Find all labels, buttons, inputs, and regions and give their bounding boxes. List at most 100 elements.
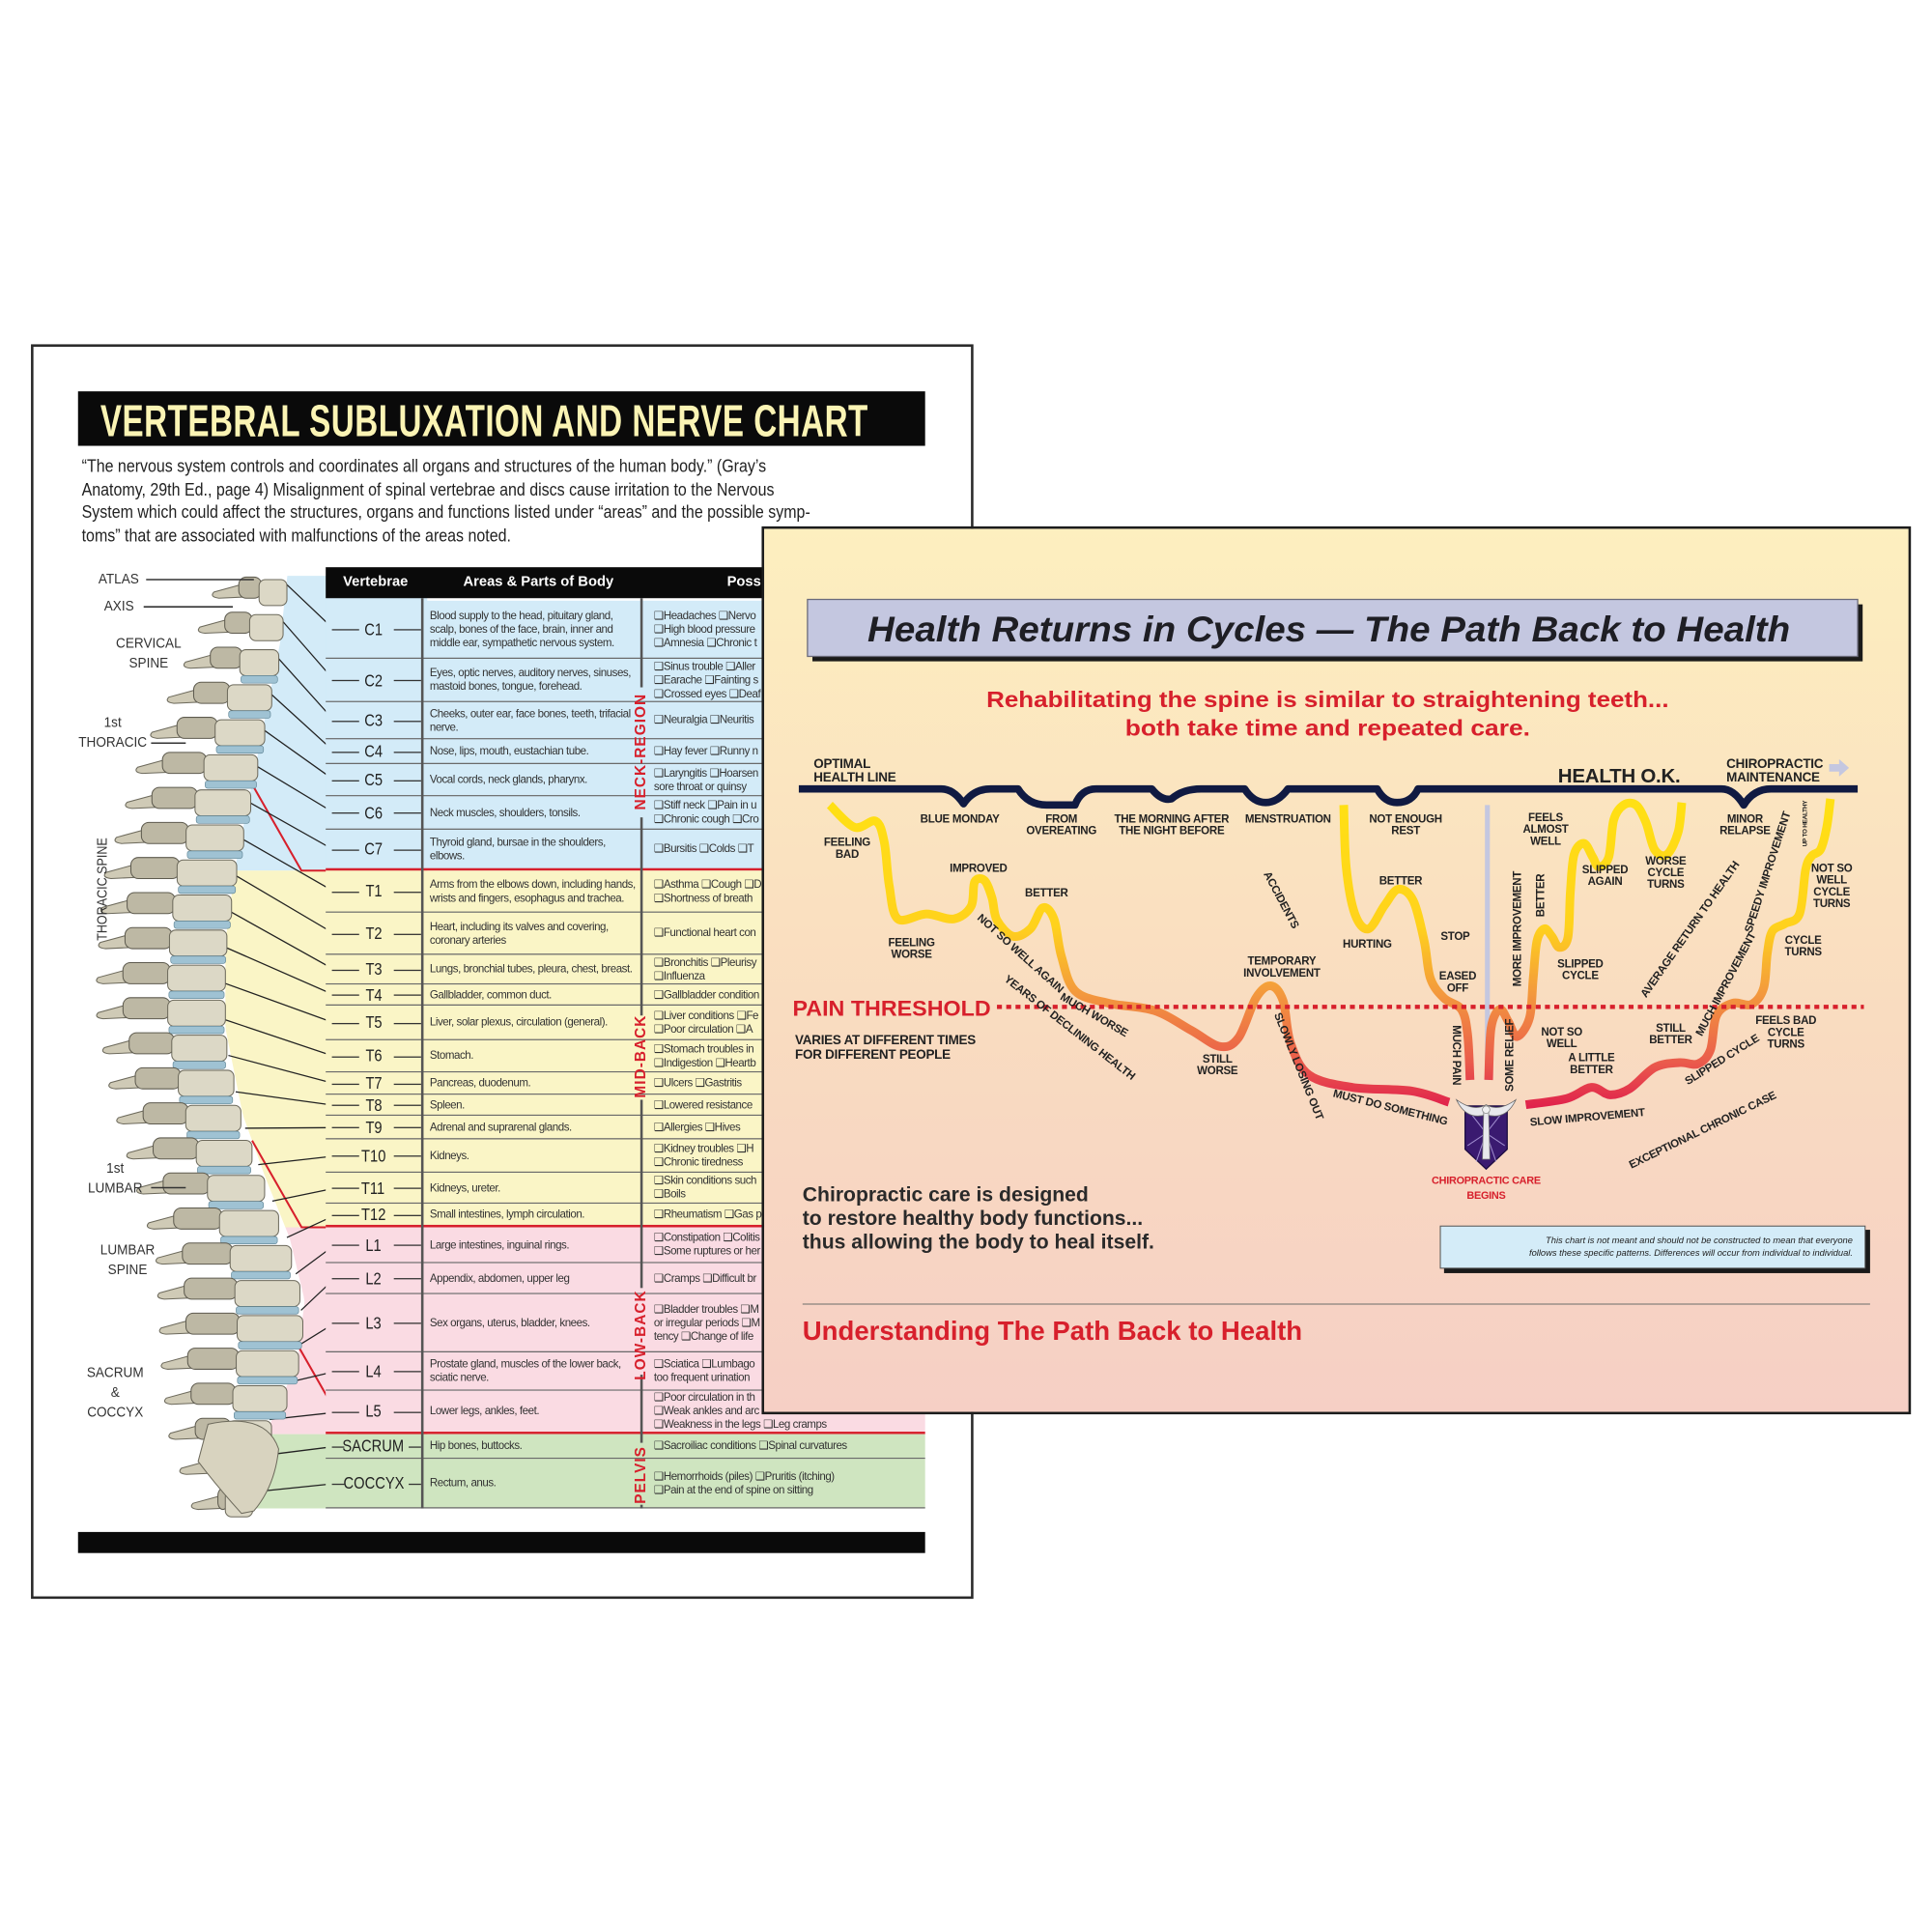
symptom-line: ❑Rheumatism ❑Gas p [653,1207,762,1220]
curve-label-line: MORE IMPROVEMENT [1512,871,1523,987]
area-cell: Sex organs, uterus, bladder, knees. [430,1294,640,1351]
curve-label-line: WORSE [891,950,932,961]
area-text: Vocal cords, neck glands, pharynx. [429,772,588,785]
label-thoracic-spine: THORACIC SPINE [95,838,111,941]
area-text: Spleen. [429,1097,465,1111]
label-line: THORACIC [78,735,148,751]
area-cell: Lower legs, ankles, feet. [430,1391,640,1432]
curve-label-line: MINOR [1727,813,1764,825]
intro-line: toms” that are associated with malfuncti… [81,526,511,546]
area-text: Eyes, optic nerves, auditory nerves, sin… [429,666,632,693]
area-text: Kidneys. [429,1149,469,1161]
region-low-back: LOW-BACK [631,1290,649,1380]
area-cell: Small intestines, lymph circulation. [430,1204,640,1225]
vertebra-name: T8 [364,1094,383,1115]
label-axis: AXIS [103,599,134,614]
symptom-line: ❑Boils [653,1187,686,1201]
area-cell: Cheeks, outer ear, face bones, teeth, tr… [430,702,640,738]
curve-label-line: REST [1391,825,1420,837]
symptoms-cell: ❑Stiff neck ❑Pain in u❑Chronic cough ❑Cr… [654,796,925,828]
symptoms-cell: ❑Gallbladder condition [654,984,925,1005]
vertebra-label: C3 [326,702,421,738]
curve-label: IMPROVED [950,864,1007,875]
vertebra-name: C5 [364,770,383,789]
curve-label-line: SLOW IMPROVEMENT [1529,1107,1645,1128]
symptoms-cell: ❑Liver conditions ❑Fe❑Poor circulation ❑… [654,1006,925,1039]
curve-label-line: OVEREATING [1026,825,1096,837]
curve-label-line: BAD [836,849,859,861]
vertebra-label: L4 [326,1352,421,1389]
area-cell: Stomach. [430,1040,640,1071]
curve-label-line: TURNS [1813,898,1851,910]
curve-label-line: SLIPPED CYCLE [1683,1033,1762,1088]
intro-line: Anatomy, 29th Ed., page 4) Misalignment … [81,479,775,500]
symptom-line: ❑Chronic tiredness [653,1155,744,1168]
area-text: Sex organs, uterus, bladder, knees. [429,1316,590,1328]
curve-label-line: EASED [1439,971,1476,982]
body-text-line: thus allowing the body to heal itself. [803,1231,1154,1253]
curve-label-line: SLIPPED [1582,865,1628,876]
symptom-line: ❑Liver conditions ❑Fe [653,1009,759,1022]
body-text-line: Chiropractic care is designed [803,1184,1089,1207]
curve-label-line: BLUE MONDAY [921,813,1000,825]
curve-label: BETTER [1536,873,1548,917]
area-text: Arms from the elbows down, including han… [429,877,636,904]
label-first-lumbar: 1st LUMBAR [82,1159,148,1199]
vertebra-label: C1 [326,601,421,658]
symptoms-cell: ❑Functional heart con [654,913,925,953]
curve-label-line: TURNS [1768,1039,1805,1051]
column-divider [639,1504,642,1509]
disclaimer-box [1439,1225,1866,1269]
header-areas: Areas & Parts of Body [463,574,614,590]
curve-label-line: ACCIDENTS [1261,869,1300,930]
symptom-line: ❑Laryngitis ❑Hoarsen [653,765,758,779]
symptom-line: ❑Sinus trouble ❑Aller [653,659,755,672]
area-cell: Blood supply to the head, pituitary glan… [430,601,640,658]
curve-label-line: FEELS BAD [1755,1015,1816,1027]
region-neck: NECK-REGION [631,693,649,810]
area-text: Gallbladder, common duct. [429,987,552,1001]
curve-label-line: FEELING [889,937,935,949]
vertebra-label: T2 [326,913,421,953]
area-cell: Large intestines, inguinal rings. [430,1228,640,1263]
vertebra-label: T9 [326,1116,421,1138]
symptom-line: ❑Constipation ❑Colitis [653,1231,760,1244]
area-text: Liver, solar plexus, circulation (genera… [429,1015,608,1029]
title-box [807,598,1859,658]
area-cell: Pancreas, duodenum. [430,1072,640,1094]
curve-label-line: THE MORNING AFTER [1114,813,1230,825]
vertebra-label: COCCYX [326,1459,421,1507]
curve-label-line: CYCLE [1647,867,1684,879]
symptom-line: ❑Headaches ❑Nervo [653,609,756,621]
symptom-line: ❑Hay fever ❑Runny n [653,744,758,757]
curve-label-line: INVOLVEMENT [1243,968,1321,980]
area-text: Small intestines, lymph circulation. [429,1207,585,1220]
vertebra-label: T1 [326,870,421,911]
curve-label: HURTING [1343,939,1392,951]
symptoms-cell: ❑Neuralgia ❑Neuritis [654,702,925,738]
symptom-line: tency ❑Change of life [653,1329,753,1343]
label-sacrum-coccyx: SACRUM & COCCYX [81,1364,150,1424]
area-cell: Gallbladder, common duct. [430,984,640,1005]
curve-label-line: CYCLE [1768,1027,1804,1038]
body-text-line: to restore healthy body functions... [803,1208,1143,1230]
vertebra-name: T10 [360,1146,386,1165]
vertebra-label: T12 [326,1204,421,1225]
curve-label-line: SLIPPED [1557,958,1603,970]
symptoms-cell: ❑Kidney troubles ❑H❑Chronic tiredness [654,1139,925,1171]
symptoms-cell: ❑Skin conditions such❑Boils [654,1173,925,1203]
label-line: SACRUM [86,1366,144,1381]
symptoms-cell: ❑Constipation ❑Colitis❑Some ruptures or … [654,1228,925,1263]
symptom-line: or irregular periods ❑M [653,1316,760,1328]
area-text: Blood supply to the head, pituitary glan… [429,609,614,649]
area-text: Lower legs, ankles, feet. [429,1404,540,1417]
